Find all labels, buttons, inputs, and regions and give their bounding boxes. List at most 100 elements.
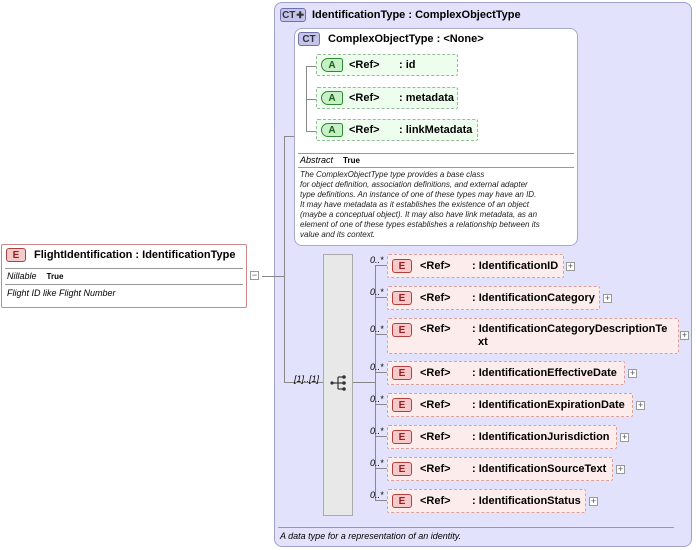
element-tick	[375, 334, 387, 335]
attribute-ref: <Ref>	[349, 92, 380, 104]
element-name: : IdentificationSourceText	[472, 463, 607, 475]
element-identificationeffectivedate[interactable]: E <Ref> : IdentificationEffectiveDate	[387, 361, 625, 385]
element-multiplicity: 0..*	[370, 426, 384, 436]
element-multiplicity: 0..*	[370, 490, 384, 500]
element-multiplicity: 0..*	[370, 255, 384, 265]
abstract-value: True	[343, 155, 360, 165]
element-icon: E	[392, 291, 412, 305]
element-tick	[375, 372, 387, 373]
element-icon: E	[392, 323, 412, 337]
description-line: type definitions. An instance of one of …	[300, 190, 537, 199]
nillable-label: Nillable	[7, 271, 37, 281]
element-ref: <Ref>	[420, 463, 451, 475]
element-identificationjurisdiction[interactable]: E <Ref> : IdentificationJurisdiction	[387, 425, 617, 449]
element-icon: E	[392, 398, 412, 412]
root-element-divider	[5, 268, 243, 269]
element-multiplicity: 0..*	[370, 458, 384, 468]
root-element-divider	[5, 284, 243, 285]
element-name: : IdentificationExpirationDate	[472, 399, 625, 411]
complex-type-header: CT✚ IdentificationType : ComplexObjectTy…	[280, 6, 521, 24]
expand-toggle[interactable]: +	[603, 293, 612, 303]
element-name: : IdentificationJurisdiction	[472, 431, 610, 443]
root-to-base-line	[284, 136, 294, 137]
base-type-badge: CT	[298, 32, 320, 46]
root-branch-line	[284, 136, 285, 382]
element-name: : IdentificationEffectiveDate	[472, 367, 617, 379]
description-line: It may have metadata as it establishes t…	[300, 200, 530, 209]
description-line: (maybe a conceptual object). It may also…	[300, 210, 538, 219]
attribute-icon: A	[321, 123, 343, 137]
attribute-connector-tick	[306, 131, 316, 132]
element-ref: <Ref>	[420, 323, 451, 335]
expand-toggle[interactable]: +	[680, 330, 689, 340]
sequence-multiplicity: [1]..[1]	[294, 374, 320, 384]
element-ref: <Ref>	[420, 495, 451, 507]
element-ref: <Ref>	[420, 431, 451, 443]
base-type-description: The ComplexObjectType type provides a ba…	[300, 170, 576, 240]
element-name: : IdentificationCategory	[472, 292, 595, 304]
root-element-title: FlightIdentification : IdentificationTyp…	[34, 249, 236, 261]
attribute-name: : metadata	[399, 92, 455, 104]
element-identificationsourcetext[interactable]: E <Ref> : IdentificationSourceText	[387, 457, 613, 481]
complex-type-title: IdentificationType : ComplexObjectType	[312, 9, 521, 21]
attribute-name: : id	[399, 59, 416, 71]
base-type-divider	[298, 167, 574, 168]
attribute-connector-tick	[306, 99, 316, 100]
element-name-line: xt	[478, 336, 488, 348]
nillable-property: Nillable True	[7, 271, 63, 281]
root-connector-line	[262, 276, 284, 277]
base-type-title: ComplexObjectType : <None>	[328, 33, 484, 45]
element-ref: <Ref>	[420, 367, 451, 379]
expand-toggle[interactable]: +	[589, 496, 598, 506]
element-name: : IdentificationID	[472, 260, 559, 272]
element-ref: <Ref>	[420, 292, 451, 304]
element-identificationcategory[interactable]: E <Ref> : IdentificationCategory	[387, 286, 600, 310]
element-tick	[375, 468, 387, 469]
attribute-name: : linkMetadata	[399, 124, 473, 136]
attribute-icon: A	[321, 58, 343, 72]
description-line: value and its context.	[300, 230, 376, 239]
element-identificationexpirationdate[interactable]: E <Ref> : IdentificationExpirationDate	[387, 393, 633, 417]
element-icon: E	[392, 430, 412, 444]
abstract-property: Abstract True	[300, 155, 360, 165]
expand-toggle[interactable]: +	[636, 400, 645, 410]
element-identificationstatus[interactable]: E <Ref> : IdentificationStatus	[387, 489, 586, 513]
description-line: The ComplexObjectType type provides a ba…	[300, 170, 485, 179]
base-type-header: CT ComplexObjectType : <None>	[298, 32, 484, 46]
base-type-divider	[298, 153, 574, 154]
root-element-annotation: Flight ID like Flight Number	[7, 288, 116, 298]
element-name: : IdentificationStatus	[472, 495, 581, 507]
element-multiplicity: 0..*	[370, 362, 384, 372]
element-icon: E	[392, 494, 412, 508]
element-tick	[375, 436, 387, 437]
collapse-toggle[interactable]: −	[250, 270, 259, 280]
expand-toggle[interactable]: +	[628, 368, 637, 378]
complex-type-annotation: A data type for a representation of an i…	[280, 531, 462, 541]
expand-toggle[interactable]: +	[616, 464, 625, 474]
root-element-box[interactable]	[1, 244, 247, 308]
element-identificationid[interactable]: E <Ref> : IdentificationID	[387, 254, 564, 278]
element-multiplicity: 0..*	[370, 287, 384, 297]
attribute-metadata[interactable]: A <Ref> : metadata	[316, 87, 458, 109]
element-name: : IdentificationCategoryDescriptionTe xt	[472, 323, 667, 349]
attribute-icon: A	[321, 91, 343, 105]
sequence-out-line	[353, 382, 375, 383]
element-name-line: : IdentificationCategoryDescriptionTe	[472, 323, 668, 335]
root-element-header: E FlightIdentification : IdentificationT…	[6, 248, 235, 262]
element-identificationcategorydescriptiontext[interactable]: E <Ref> : IdentificationCategoryDescript…	[387, 318, 679, 354]
element-icon: E	[392, 462, 412, 476]
element-icon: E	[392, 366, 412, 380]
attribute-connector-tick	[306, 66, 316, 67]
element-ref: <Ref>	[420, 399, 451, 411]
expand-toggle[interactable]: +	[566, 261, 575, 271]
element-icon: E	[6, 248, 26, 262]
attribute-ref: <Ref>	[349, 59, 380, 71]
element-icon: E	[392, 259, 412, 273]
element-tick	[375, 265, 387, 266]
expand-toggle[interactable]: +	[620, 432, 629, 442]
element-ref: <Ref>	[420, 260, 451, 272]
root-to-sequence-line	[284, 382, 324, 383]
attribute-id[interactable]: A <Ref> : id	[316, 54, 458, 76]
attribute-linkmetadata[interactable]: A <Ref> : linkMetadata	[316, 119, 478, 141]
complex-type-divider	[278, 527, 674, 528]
